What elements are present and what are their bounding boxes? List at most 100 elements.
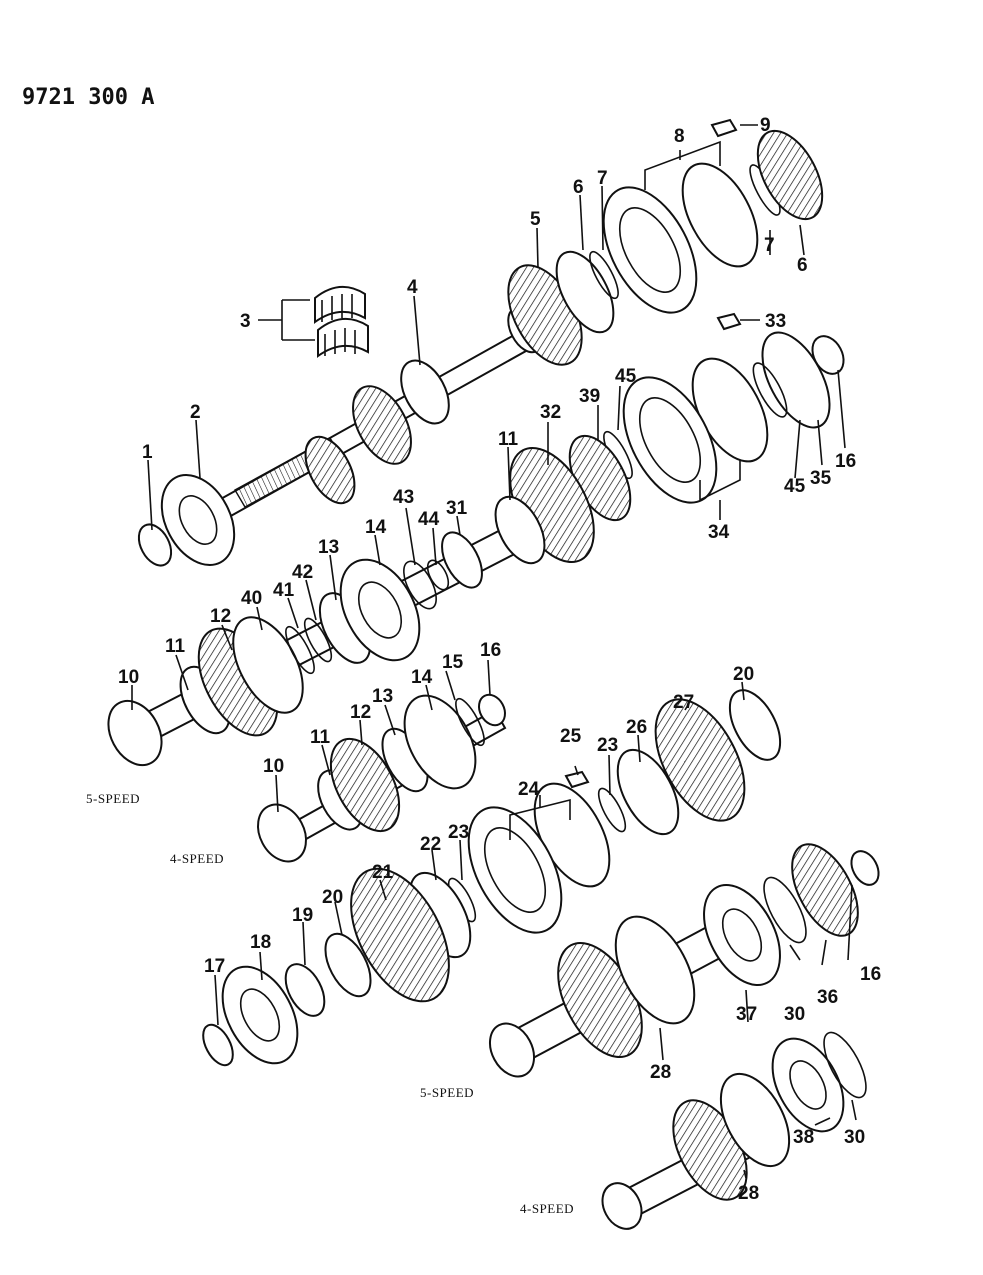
label-5-speed-upper: 5-SPEED — [86, 791, 140, 806]
spring-part-23b — [597, 787, 627, 833]
callout-8: 8 — [674, 126, 685, 147]
shim-part-30b — [823, 1031, 867, 1099]
spring-part-7 — [589, 250, 619, 300]
callout-15: 15 — [442, 652, 464, 673]
output-shaft-4-speed — [601, 1072, 791, 1230]
needle-bearing-part-3 — [314, 286, 369, 358]
lock-nut-part-16c — [850, 850, 880, 886]
gear-27-teeth — [655, 699, 745, 821]
synchronizer-ring-6b-teeth — [757, 130, 823, 220]
thrust-washer-part-10b — [257, 803, 307, 863]
callout-11-mid: 11 — [165, 636, 186, 657]
callout-37: 37 — [736, 1004, 757, 1025]
callout-42: 42 — [292, 562, 313, 583]
callout-28-low: 28 — [738, 1183, 759, 1204]
label-5-speed-lower: 5-SPEED — [420, 1085, 474, 1100]
gear-part-28b-second — [719, 1072, 791, 1168]
bearing-part-38 — [771, 1037, 845, 1133]
callout-14-mid: 14 — [411, 667, 433, 688]
callout-3: 3 — [240, 311, 251, 332]
ring-part-42 — [303, 617, 333, 663]
callout-6-right: 6 — [797, 255, 808, 276]
synchronizer-sleeve-part-8 — [602, 186, 698, 314]
leader-lines — [131, 124, 857, 1179]
callout-13-top: 13 — [318, 537, 339, 558]
synchronizer-ring-part-26 — [616, 748, 680, 836]
callout-44: 44 — [418, 509, 440, 530]
callout-12-mid: 12 — [350, 702, 371, 723]
callout-labels: 1 2 3 4 5 6 7 8 9 7 6 33 45 39 32 11 16 … — [118, 115, 881, 1204]
synchronizer-sleeve-24-bore — [483, 827, 547, 913]
callout-20-top: 20 — [733, 664, 754, 685]
callout-28-top: 28 — [650, 1062, 671, 1083]
gear-36-teeth — [792, 844, 858, 936]
washer-part-31 — [441, 531, 483, 589]
callout-38: 38 — [793, 1127, 814, 1148]
ring-39-teeth — [569, 435, 631, 521]
callout-23-top: 23 — [597, 735, 618, 756]
bearing-18-bore — [239, 988, 281, 1042]
callout-41: 41 — [273, 580, 295, 601]
output-shaft-5-speed-end — [488, 1022, 536, 1078]
callout-31: 31 — [446, 498, 468, 519]
spacer-part-35 — [761, 331, 831, 429]
synchronizer-sleeve-bore — [618, 207, 682, 293]
callout-12-top: 12 — [210, 606, 231, 627]
callout-4: 4 — [407, 277, 418, 298]
synchronizer-ring-part-6 — [555, 250, 615, 334]
synchronizer-sleeve-part-24 — [467, 806, 563, 934]
callout-18: 18 — [250, 932, 271, 953]
callout-16-low: 16 — [860, 964, 881, 985]
synchronizer-sleeve-34-bore — [638, 397, 702, 483]
label-4-speed-upper: 4-SPEED — [170, 851, 224, 866]
ball-bearing-part-2-bore — [178, 495, 218, 545]
label-4-speed-lower: 4-SPEED — [520, 1201, 574, 1216]
callout-7-right: 7 — [764, 235, 775, 256]
callout-40: 40 — [241, 588, 262, 609]
callout-39: 39 — [579, 386, 600, 407]
callout-10-top: 10 — [118, 667, 139, 688]
shaft-bearing-race — [400, 359, 450, 425]
bearing-38-bore — [789, 1060, 827, 1110]
gear-part-28a-second — [614, 915, 696, 1025]
countershaft-5-speed — [107, 495, 546, 767]
bearing-part-14a — [339, 558, 421, 662]
callout-30-top: 30 — [784, 1004, 805, 1025]
callout-35: 35 — [810, 468, 832, 489]
output-shaft-4-speed-end — [601, 1182, 643, 1230]
callout-16-top: 16 — [835, 451, 856, 472]
shaft-gear-1-teeth — [305, 436, 355, 504]
needle-bearing-part-11b — [494, 495, 546, 565]
callout-21: 21 — [372, 862, 394, 883]
callout-36: 36 — [817, 987, 838, 1008]
callout-27: 27 — [673, 692, 694, 713]
callout-11-low: 11 — [310, 727, 331, 748]
ball-bearing-part-2 — [160, 474, 236, 566]
needle-bearing-part-20b — [728, 689, 782, 761]
gear-21-teeth — [351, 868, 449, 1002]
shim-part-30a — [763, 876, 807, 944]
bearing-part-14b — [403, 694, 477, 790]
callout-7-top: 7 — [597, 168, 608, 189]
callout-24: 24 — [518, 779, 540, 800]
callout-16-mid: 16 — [480, 640, 501, 661]
bearing-37-bore — [721, 908, 763, 962]
main-shaft-assembly — [208, 306, 562, 524]
callout-32: 32 — [540, 402, 561, 423]
snap-ring-part-45b — [752, 362, 788, 418]
ball-bearing-part-18 — [221, 965, 299, 1065]
snap-ring-part-17 — [202, 1023, 234, 1067]
callout-5: 5 — [530, 209, 541, 230]
callout-34: 34 — [708, 522, 730, 543]
synchronizer-sleeve-part-34 — [622, 376, 718, 504]
callout-20-low: 20 — [322, 887, 343, 908]
callout-45-top: 45 — [615, 366, 637, 387]
callout-45-right: 45 — [784, 476, 806, 497]
thrust-washer-part-10a — [107, 699, 163, 767]
callout-1: 1 — [142, 442, 153, 463]
callout-26: 26 — [626, 717, 647, 738]
callout-9: 9 — [760, 115, 771, 136]
callout-2: 2 — [190, 402, 201, 423]
nut-part-16b — [478, 693, 506, 727]
